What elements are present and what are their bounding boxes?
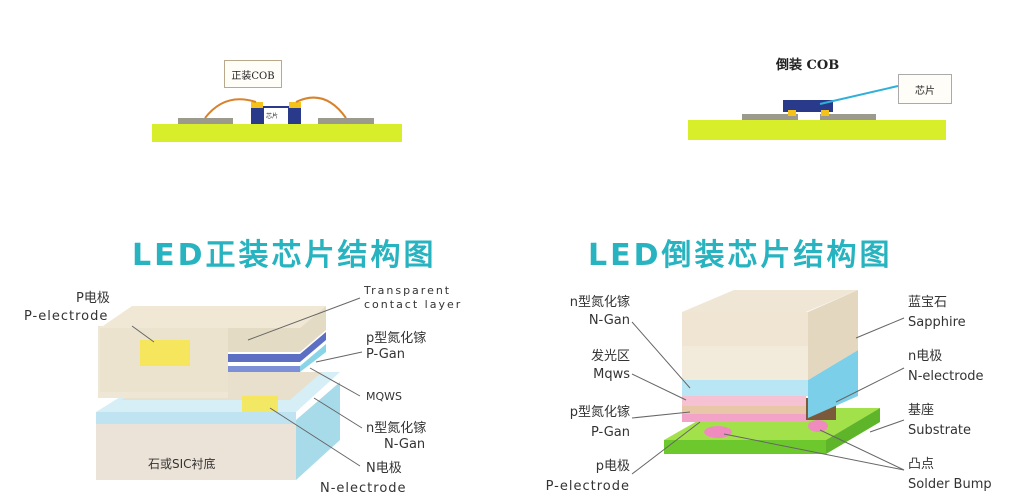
flip-cob-illustration	[688, 85, 946, 140]
fl-n-gan-cn: n型氮化镓	[569, 295, 630, 310]
face-up-cob-text: 正装COB	[231, 70, 275, 82]
flip-chip-structure	[631, 290, 905, 475]
fl-sapphire-cn: 蓝宝石	[908, 295, 948, 310]
face-up-cob-label: 正装COB	[224, 60, 282, 88]
fu-n-gan-cn: n型氮化镓	[366, 421, 427, 436]
fu-p-electrode-en: P-electrode	[24, 309, 109, 324]
flip-cob-label: 倒装 COB	[776, 58, 840, 73]
fl-n-electrode-en: N-electrode	[908, 369, 984, 384]
fu-n-electrode-en: N-electrode	[320, 481, 407, 496]
fu-n-electrode-cn: N电极	[366, 461, 402, 476]
face-up-title: LED正装芯片结构图	[132, 238, 437, 273]
fl-p-gan-en: P-Gan	[591, 425, 630, 440]
flip-title: LED倒装芯片结构图	[588, 238, 893, 273]
fl-sapphire-en: Sapphire	[908, 315, 966, 330]
fu-p-electrode-cn: P电极	[76, 291, 110, 306]
chip-callout-text: 芯片	[915, 85, 935, 97]
fl-bump-cn: 凸点	[908, 457, 935, 472]
fl-mqws-en: Mqws	[593, 367, 630, 382]
chip-callout-box: 芯片	[898, 74, 952, 104]
fl-n-gan-en: N-Gan	[588, 313, 630, 328]
chip-inner-label: 芯片	[266, 113, 279, 120]
fu-substrate: 石或SIC衬底	[148, 457, 216, 471]
fl-mqws-cn: 发光区	[590, 349, 630, 364]
fu-p-gan-en: P-Gan	[366, 347, 405, 362]
fl-p-electrode-en: P-electrode	[545, 479, 630, 494]
fu-n-gan-en: N-Gan	[384, 437, 426, 452]
fu-transparent-1: Transparent	[364, 284, 452, 297]
face-up-chip-structure	[96, 297, 363, 480]
fu-mqws: MQWS	[366, 390, 403, 403]
fl-n-electrode-cn: n电极	[908, 349, 943, 364]
fl-bump-en: Solder Bump	[908, 477, 992, 492]
fl-substrate-cn: 基座	[908, 403, 935, 418]
fl-p-electrode-cn: p电极	[595, 459, 630, 474]
fl-substrate-en: Substrate	[908, 423, 972, 438]
face-up-cob-illustration	[152, 96, 402, 142]
fu-transparent-2: contact layer	[364, 298, 463, 311]
fl-p-gan-cn: p型氮化镓	[569, 405, 630, 420]
fu-p-gan-cn: p型氮化镓	[366, 331, 427, 346]
